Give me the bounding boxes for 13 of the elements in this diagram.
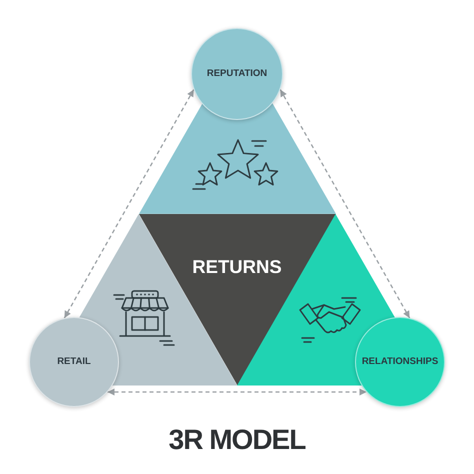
double-arrow bbox=[280, 89, 410, 318]
diagram-title: 3R MODEL bbox=[168, 425, 306, 456]
double-arrow bbox=[108, 388, 366, 396]
circle-node bbox=[29, 317, 119, 407]
double-arrow bbox=[64, 89, 194, 318]
node-label: RETURNS bbox=[192, 256, 282, 278]
inverted-triangle bbox=[138, 214, 336, 385]
circle-node bbox=[191, 28, 283, 120]
triangle-segment bbox=[138, 102, 336, 214]
node-label: RELATIONSHIPS bbox=[362, 356, 438, 368]
circle-node bbox=[355, 317, 445, 407]
node-label: RETAIL bbox=[57, 356, 91, 368]
node-label: REPUTATION bbox=[206, 68, 268, 80]
